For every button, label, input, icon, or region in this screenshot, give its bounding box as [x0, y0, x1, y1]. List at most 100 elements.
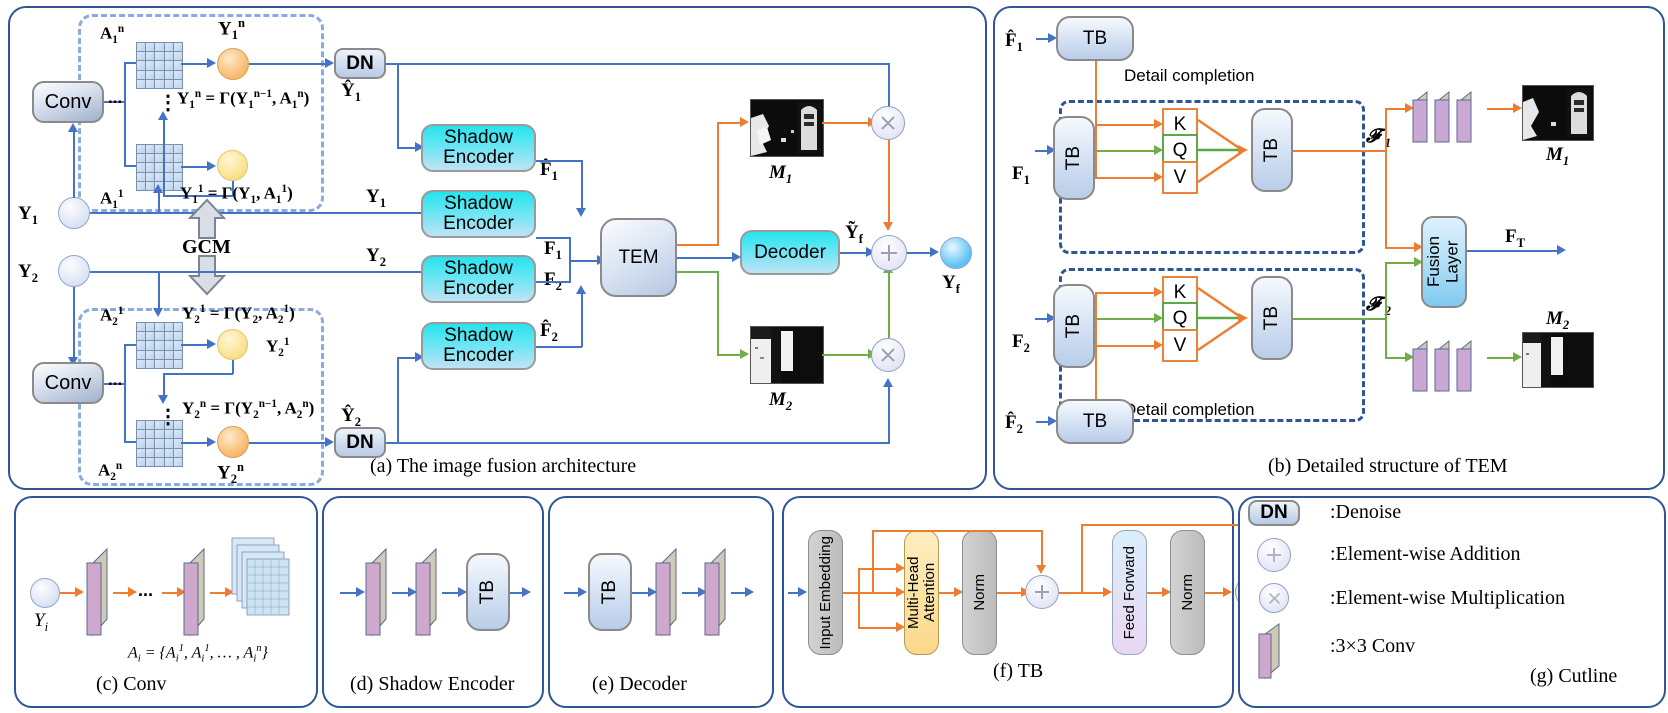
- panel-c-input-node: [30, 578, 60, 608]
- shadow-encoder-1-line1: Shadow: [444, 127, 513, 149]
- plus-icon: [1267, 548, 1281, 562]
- ellipsis-branch2: ...: [108, 370, 123, 389]
- f-line-emb-up: [858, 568, 898, 570]
- matrix-a2n: [136, 420, 183, 467]
- line-y2-horizontal: [90, 271, 434, 273]
- tb-block-f1-in[interactable]: TB: [1053, 116, 1095, 200]
- arrow-y2-to-conv2: [68, 357, 78, 366]
- arrow-f2hat-to-tb2: [1048, 416, 1057, 426]
- line-detail-completion-1: [1095, 61, 1097, 136]
- arrow-dn2-to-mult: [883, 378, 893, 387]
- f-line-norm2-add2: [1205, 592, 1225, 594]
- f-arrow-mha-norm: [954, 587, 963, 597]
- conv-block-branch1[interactable]: Conv: [32, 81, 104, 123]
- times-icon: [1268, 592, 1280, 604]
- line-y1-horizontal: [90, 212, 434, 214]
- norm-block-1[interactable]: Norm: [962, 530, 997, 655]
- arrow-dc1-to-v: [1154, 172, 1163, 182]
- panel-f-input-line: [788, 592, 800, 594]
- shadow-encoder-4[interactable]: Shadow Encoder: [421, 322, 536, 370]
- label-y2-hat: Ŷ2: [341, 405, 361, 429]
- tb-block-f2-in[interactable]: TB: [1053, 284, 1095, 368]
- decoder-block[interactable]: Decoder: [740, 230, 840, 275]
- arrow-y21-feedback: [158, 395, 168, 404]
- mha-line2: Attention: [920, 562, 938, 623]
- line-tem-green-down: [717, 271, 719, 355]
- legend-conv-slab: [1258, 623, 1280, 680]
- line-y21-feedback-v: [232, 360, 234, 374]
- panel-c-feature-cube: [231, 537, 290, 616]
- panel-e-slab-1: [655, 547, 677, 637]
- tb-block-fusion-2[interactable]: TB: [1251, 276, 1293, 360]
- line-f2-to-tb: [1035, 318, 1049, 320]
- input-node-y2: [58, 255, 90, 287]
- line-f2out-to-conv: [1385, 357, 1407, 359]
- label-a11: A11: [100, 188, 124, 212]
- gcm-up-arrow-icon: [187, 198, 227, 239]
- line-m1-to-mult: [822, 122, 870, 124]
- caption-panel-g: (g) Cutline: [1530, 665, 1618, 687]
- f-res2-top: [1081, 524, 1253, 526]
- panel-c-line-4: [210, 592, 227, 594]
- tb-block-f2hat[interactable]: TB: [1056, 399, 1134, 444]
- input-embedding-line2: Embedding: [816, 535, 834, 612]
- feed-forward-block[interactable]: Feed Forward: [1112, 530, 1147, 655]
- legend-text-multiplication: :Element-wise Multiplication: [1330, 587, 1565, 609]
- matrix-a21: [136, 322, 183, 369]
- node-y21: [217, 329, 248, 360]
- line-dn2-to-enc4: [397, 357, 417, 359]
- fusion-layer-block[interactable]: Fusion Layer: [1421, 216, 1467, 308]
- f-line-emb-out: [843, 592, 898, 594]
- line-dn2-up-enc: [397, 357, 399, 442]
- line-f2hat-to-tb2: [1036, 421, 1050, 423]
- mask-image-m2: [750, 326, 824, 384]
- label-ft: FT: [1505, 226, 1525, 250]
- conv-block-branch2[interactable]: Conv: [32, 362, 104, 404]
- legend-text-conv: :3×3 Conv: [1330, 635, 1416, 657]
- line-y1-to-conv: [73, 132, 75, 198]
- input-embedding-block[interactable]: Input Embedding: [808, 530, 843, 655]
- arrow-y1-to-a11: [153, 184, 163, 193]
- f-arrow-add-ff: [1103, 587, 1112, 597]
- f-arrow-emb-down: [896, 622, 905, 632]
- tb-block-fusion-1[interactable]: TB: [1251, 108, 1293, 192]
- f-res1-arrow: [1036, 565, 1046, 574]
- shadow-encoder-2[interactable]: Shadow Encoder: [421, 190, 536, 238]
- arrow-y2n-to-dn2: [325, 437, 334, 447]
- line-add-to-yf: [907, 252, 932, 254]
- arrow-dc1-to-k: [1154, 119, 1163, 129]
- multiply-node-bottom: [871, 338, 905, 372]
- kqv-to-tb-arrows-2: [1197, 287, 1248, 351]
- label-y1-hat: Ŷ1: [341, 80, 361, 104]
- dn-block-branch1[interactable]: DN: [334, 48, 386, 79]
- norm-block-2[interactable]: Norm: [1170, 530, 1205, 655]
- panel-e-line-3: [682, 592, 700, 594]
- tem-block[interactable]: TEM: [600, 218, 677, 297]
- detail-completion-label-top: Detail completion: [1124, 66, 1255, 85]
- v-block-1[interactable]: V: [1162, 161, 1198, 194]
- line-conv-to-m1-b: [1487, 108, 1515, 110]
- input-embedding-line1: Input: [816, 615, 834, 650]
- input-node-y1: [58, 197, 90, 229]
- v-block-2[interactable]: V: [1162, 329, 1198, 362]
- line-decoder-to-add: [840, 252, 868, 254]
- multi-head-attention-block[interactable]: Multi-Head Attention: [904, 530, 939, 655]
- panel-e-tb-block[interactable]: TB: [588, 553, 632, 631]
- f-arrow-emb-mid: [896, 587, 905, 597]
- line-f1out-v: [1385, 108, 1387, 248]
- panel-d-tb-block[interactable]: TB: [466, 553, 510, 631]
- shadow-encoder-1[interactable]: Shadow Encoder: [421, 124, 536, 172]
- arrow-y1n-to-dn: [325, 58, 334, 68]
- arrow-dc2-to-v: [1154, 340, 1163, 350]
- legend-dn-chip: DN: [1248, 500, 1300, 526]
- label-f2-hat: F̂2: [540, 320, 558, 344]
- tb-block-f1hat[interactable]: TB: [1056, 16, 1134, 61]
- legend-text-addition: :Element-wise Addition: [1330, 543, 1521, 565]
- dn-block-branch2[interactable]: DN: [334, 427, 386, 458]
- add-node-main: [871, 235, 907, 271]
- shadow-encoder-3[interactable]: Shadow Encoder: [421, 255, 536, 303]
- f-line-ff-norm2: [1147, 592, 1164, 594]
- vdots-branch1: ⋮: [158, 92, 178, 114]
- label-y2-mid: Y2: [366, 245, 386, 269]
- line-tem-orange-out: [677, 244, 719, 246]
